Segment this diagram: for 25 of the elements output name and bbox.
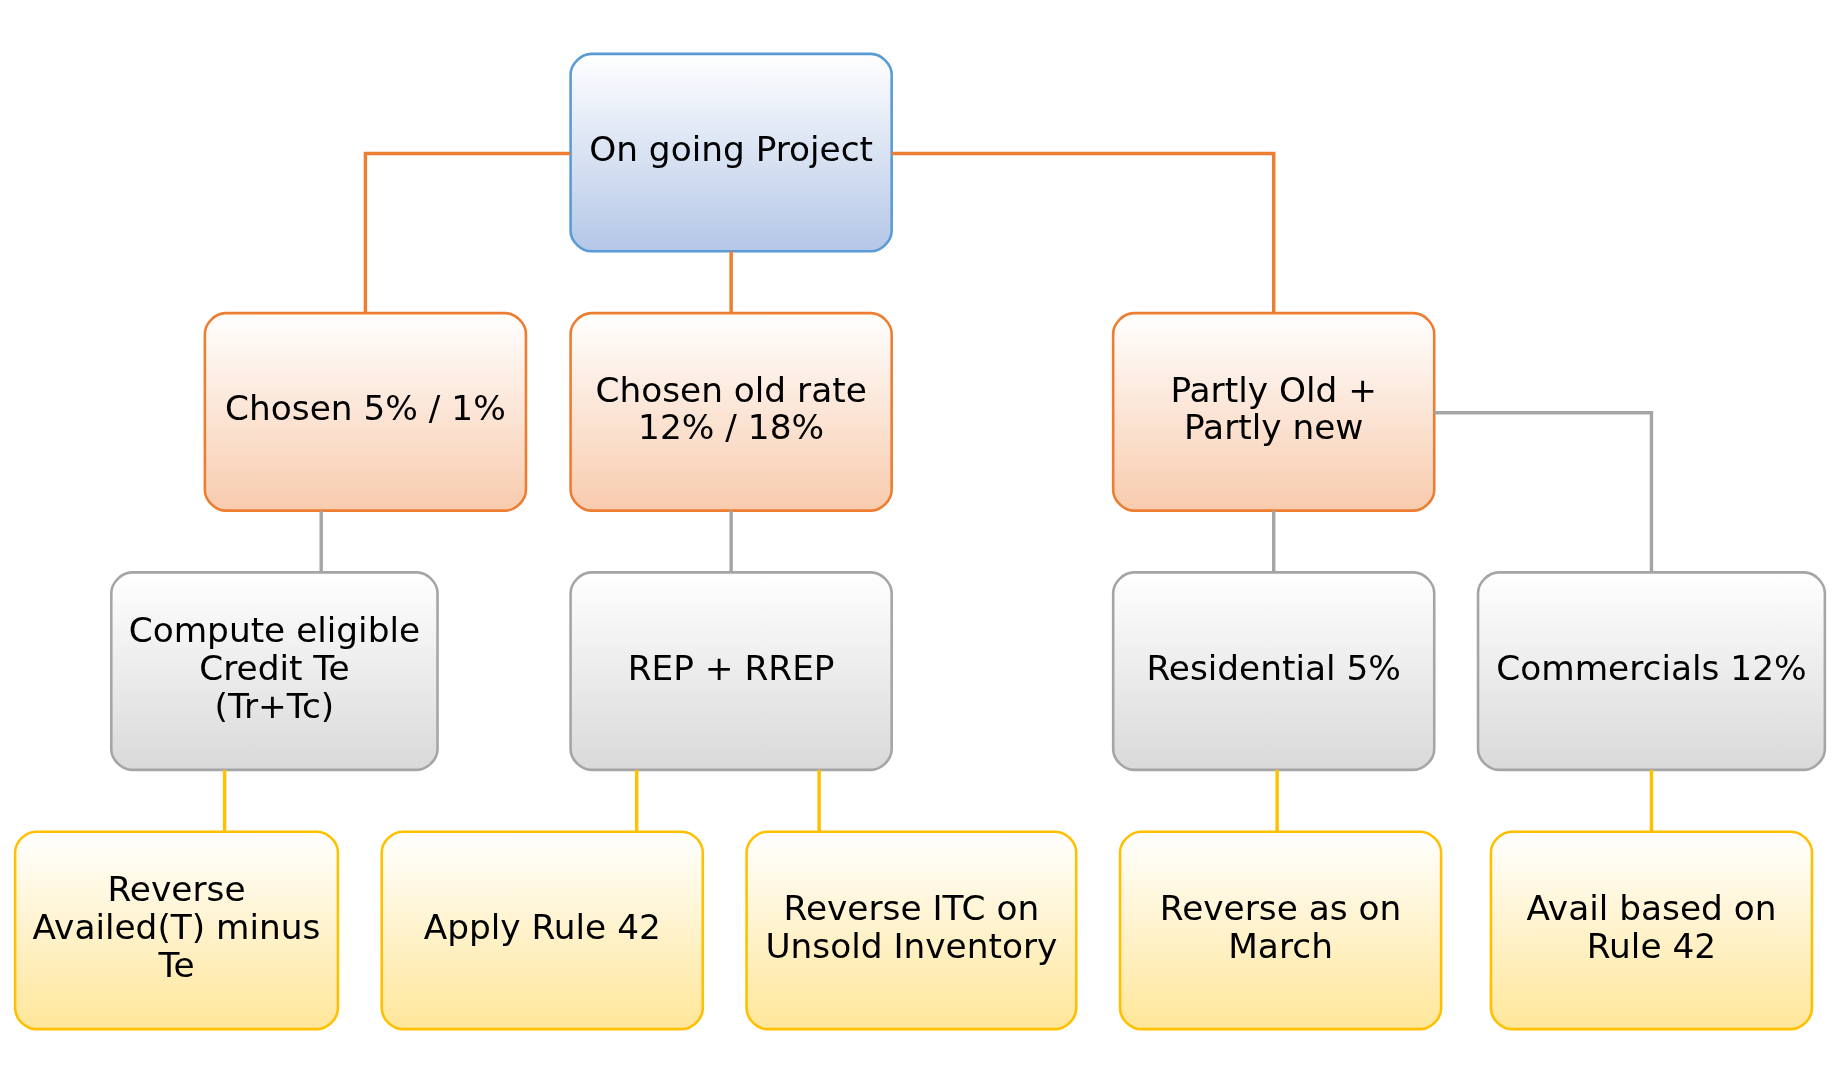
connector	[1434, 411, 1654, 572]
connector	[891, 151, 1276, 313]
node-box: Residential 5%	[1111, 571, 1436, 772]
node-box: Avail based on Rule 42	[1489, 830, 1814, 1031]
node-box: Reverse ITC on Unsold Inventory	[745, 830, 1078, 1031]
connector	[729, 510, 733, 573]
connector	[634, 769, 639, 832]
connector	[363, 151, 571, 313]
node-box: Chosen 5% / 1%	[203, 311, 528, 512]
connector	[1649, 769, 1654, 832]
node-box: Chosen old rate 12% / 18%	[569, 311, 893, 512]
node-box: Reverse Availed(T) minus Te	[13, 830, 340, 1031]
connector	[817, 769, 821, 832]
node-box: On going Project	[569, 52, 893, 253]
connector	[1272, 510, 1276, 573]
node-box: Apply Rule 42	[380, 830, 705, 1031]
connector	[319, 510, 323, 573]
node-box: Compute eligible Credit Te (Tr+Tc)	[110, 571, 439, 772]
connector	[729, 251, 733, 313]
connector	[222, 769, 227, 832]
node-box: Reverse as on March	[1118, 830, 1443, 1031]
node-box: Partly Old + Partly new	[1111, 311, 1436, 512]
node-box: Commercials 12%	[1476, 571, 1827, 772]
connector	[1275, 769, 1279, 832]
node-box: REP + RREP	[569, 571, 893, 772]
